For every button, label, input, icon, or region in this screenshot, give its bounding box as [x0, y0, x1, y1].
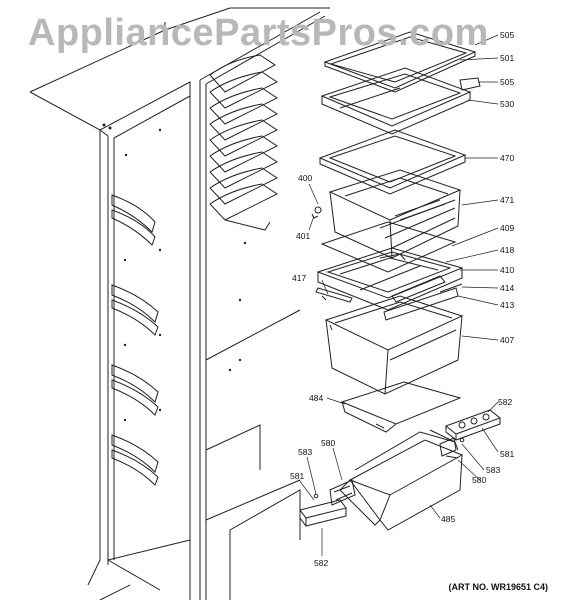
callout-583: 583: [298, 447, 312, 457]
callout-582: 582: [314, 558, 328, 568]
callout-484: 484: [309, 393, 323, 403]
callout-418: 418: [500, 245, 514, 255]
callout-401: 401: [296, 231, 310, 241]
top-shelf-assembly: [320, 31, 481, 135]
art-number: (ART NO. WR19651 C4): [448, 582, 548, 592]
callout-580: 580: [321, 438, 335, 448]
pan-cover-484: [340, 381, 462, 433]
callout-505: 505: [500, 77, 514, 87]
bottom-pan-485: [339, 429, 464, 531]
callout-582: 582: [498, 397, 512, 407]
callout-407: 407: [500, 335, 514, 345]
leader-lines: [298, 34, 499, 556]
watermark-text: AppliancePartsPros.com: [28, 12, 489, 54]
meat-pan-471: [328, 169, 462, 259]
callout-530: 530: [500, 99, 514, 109]
callout-470: 470: [500, 153, 514, 163]
callout-400: 400: [298, 173, 312, 183]
refrigerator-cabinet: [29, 7, 330, 600]
callout-labels: 505 501 505 530 470 400 401 471 409 418 …: [290, 30, 514, 568]
callout-581: 581: [290, 471, 304, 481]
callout-580: 580: [472, 475, 486, 485]
callout-485: 485: [441, 514, 455, 524]
callout-417: 417: [292, 273, 306, 283]
callout-410: 410: [500, 265, 514, 275]
callout-409: 409: [500, 223, 514, 233]
callout-501: 501: [500, 53, 514, 63]
callout-471: 471: [500, 195, 514, 205]
callout-583: 583: [486, 465, 500, 475]
crisper-cover-470: [318, 129, 467, 195]
callout-505: 505: [500, 30, 514, 40]
hardware-580-581-583: [299, 437, 465, 527]
callout-414: 414: [500, 283, 514, 293]
clip-400-401: [311, 206, 322, 219]
bracket-582-right: [444, 409, 502, 441]
crisper-drawer-407: [324, 295, 464, 395]
frame-410: [316, 247, 464, 311]
glass-409: [320, 221, 457, 273]
callout-413: 413: [500, 300, 514, 310]
callout-581: 581: [500, 449, 514, 459]
